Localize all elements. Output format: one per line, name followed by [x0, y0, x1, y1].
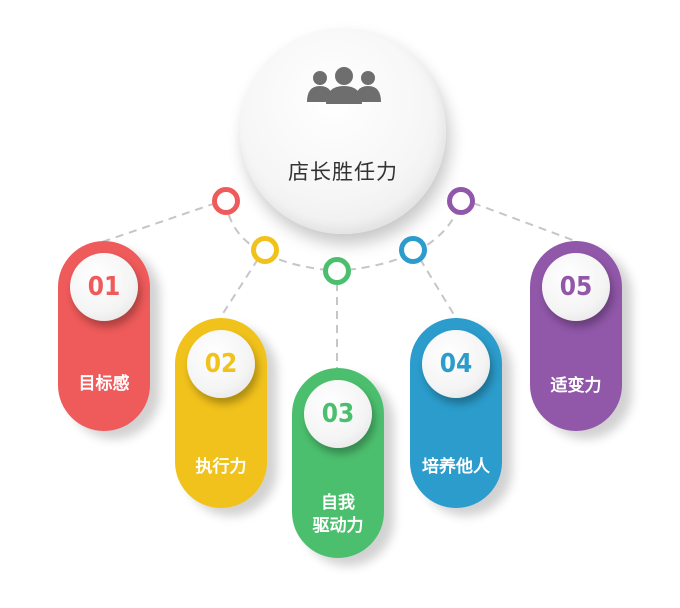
item-label: 目标感: [78, 374, 130, 394]
item-number: 03: [304, 380, 372, 448]
connector-line-5: [472, 202, 579, 243]
connector-line-1: [101, 202, 217, 243]
item-label: 自我 驱动力: [312, 493, 364, 536]
item-label: 适变力: [550, 376, 602, 396]
ring-3: [323, 257, 351, 285]
ring-2: [251, 236, 279, 264]
item-card-4: 04 培养他人: [410, 318, 502, 508]
hub-title: 店长胜任力: [288, 160, 398, 184]
item-number: 04: [422, 330, 490, 398]
ring-1: [212, 187, 240, 215]
center-hub: 店长胜任力: [240, 28, 446, 234]
item-label: 培养他人: [422, 457, 490, 477]
item-number: 05: [542, 253, 610, 321]
ring-5: [447, 187, 475, 215]
ring-4: [399, 236, 427, 264]
connector-line-4: [419, 258, 457, 319]
item-label: 执行力: [195, 457, 247, 477]
item-number: 01: [70, 253, 138, 321]
item-card-2: 02 执行力: [175, 318, 267, 508]
item-card-1: 01 目标感: [58, 241, 150, 431]
item-number: 02: [187, 330, 255, 398]
connector-line-2: [219, 258, 259, 319]
people-group-icon: [307, 67, 381, 104]
item-card-3: 03 自我 驱动力: [292, 368, 384, 558]
item-card-5: 05 适变力: [530, 241, 622, 431]
